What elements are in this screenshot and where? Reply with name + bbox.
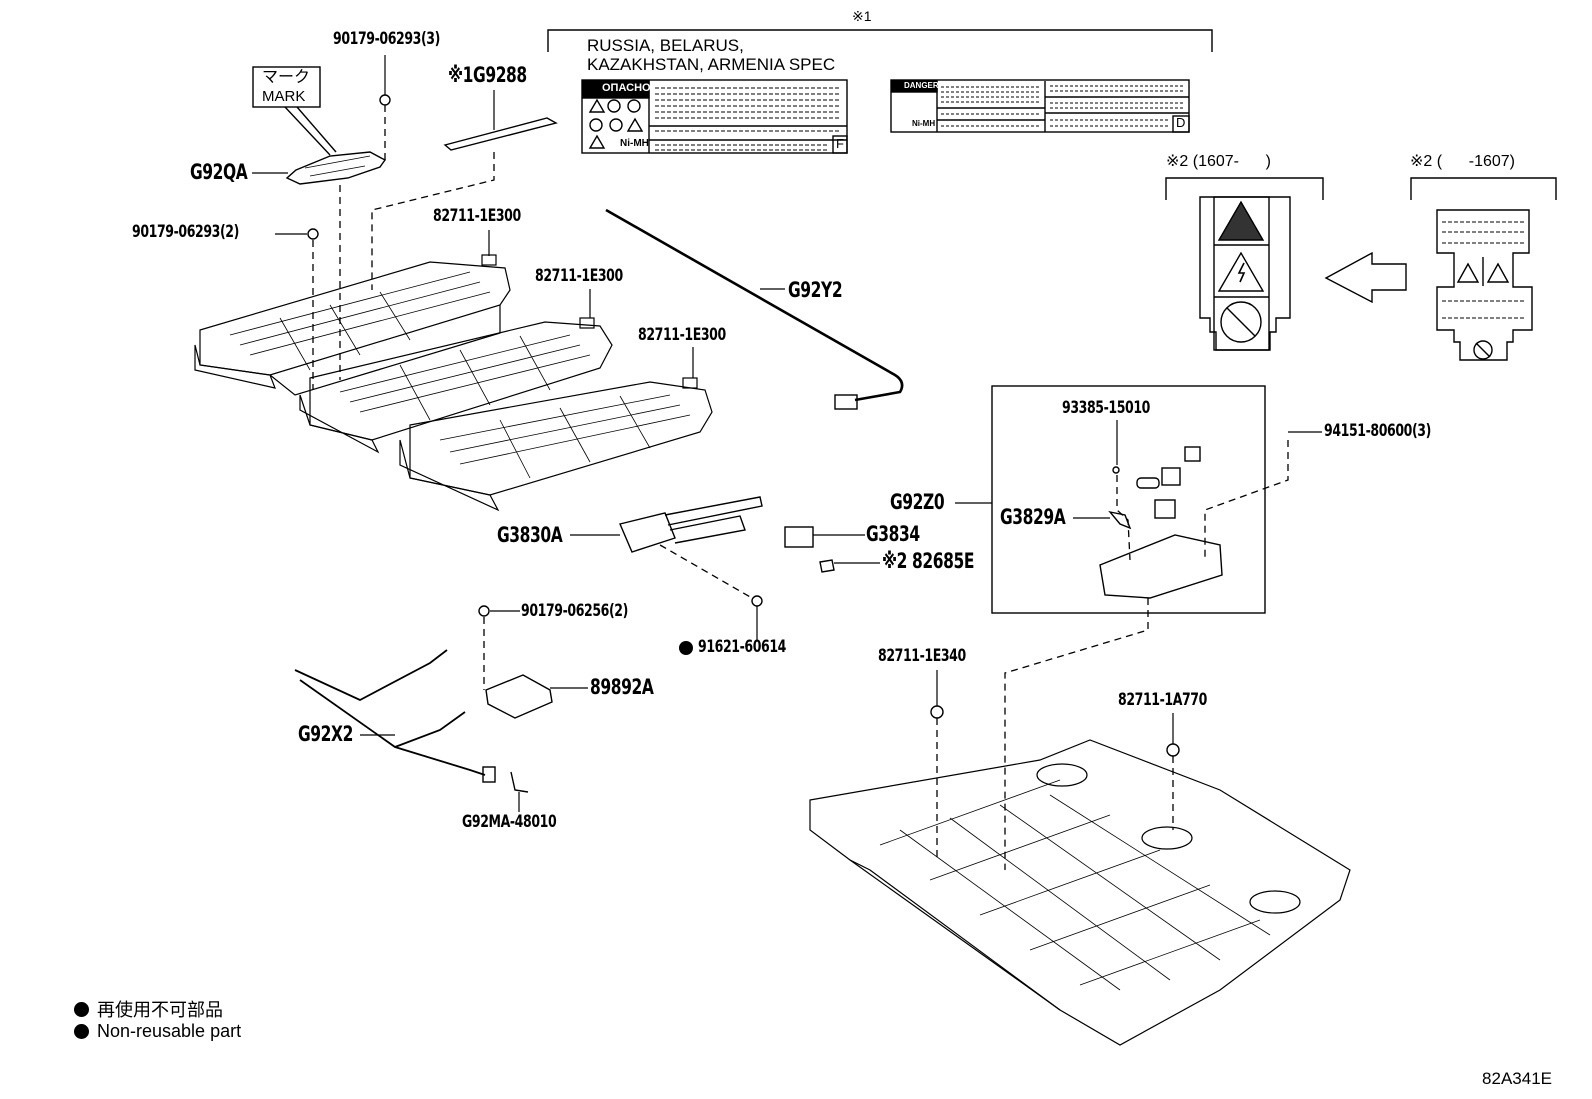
mark-callout-box	[252, 66, 321, 108]
legend-text-jp: 再使用不可部品	[97, 1000, 223, 1020]
note2-old-header: ※2 ( -1607)	[1410, 153, 1515, 170]
part-label-g92y2[interactable]: G92Y2	[788, 278, 843, 302]
part-label-g9288[interactable]: ※1G9288	[448, 63, 527, 87]
label-en-letter: D	[1176, 115, 1186, 130]
part-g92ma-shape	[510, 771, 529, 793]
mark-en: MARK	[262, 88, 306, 105]
clip-82711-1a770	[1166, 743, 1180, 757]
part-label-82711-1e300-b[interactable]: 82711-1E300	[535, 266, 623, 286]
part-label-g92qa[interactable]: G92QA	[190, 160, 248, 184]
part-label-g3834[interactable]: G3834	[866, 522, 920, 546]
part-label-g3830a[interactable]: G3830A	[497, 523, 563, 547]
part-label-93385-15010[interactable]: 93385-15010	[1062, 398, 1150, 418]
part-label-g92ma-48010[interactable]: G92MA-48010	[462, 812, 557, 832]
legend-text-en: Non-reusable part	[97, 1021, 242, 1041]
nut-90179-06293-3	[379, 94, 391, 106]
part-label-82685e[interactable]: ※2 82685E	[882, 549, 975, 573]
note2-new-header: ※2 (1607- )	[1166, 153, 1271, 170]
part-label-82711-1e340[interactable]: 82711-1E340	[878, 646, 966, 666]
note1-bracket	[547, 29, 1213, 52]
label-en-tag: Ni-MH	[912, 119, 936, 128]
part-89892a-shape	[485, 674, 553, 719]
filled-circle-icon	[74, 1001, 89, 1017]
part-label-90179-06256[interactable]: 90179-06256(2)	[521, 601, 628, 621]
part-label-82711-1a770[interactable]: 82711-1A770	[1118, 690, 1207, 710]
part-g3834-shape	[784, 526, 814, 548]
filled-circle-icon	[74, 1024, 89, 1039]
part-label-94151-80600[interactable]: 94151-80600(3)	[1324, 421, 1431, 441]
label-ru-tag: Ni-MH	[620, 138, 649, 149]
g92z0-group-box	[991, 385, 1266, 614]
part-label-90179-06293-3[interactable]: 90179-06293(3)	[333, 29, 440, 49]
lower-battery-tray	[809, 739, 1351, 1046]
part-label-82711-1e300-c[interactable]: 82711-1E300	[638, 325, 726, 345]
bolt-91621-60614	[751, 595, 763, 607]
caution-label-old	[1436, 209, 1533, 361]
legend-row-jp: 再使用不可部品	[74, 996, 223, 1022]
figure-id: 82A341E	[1482, 1069, 1552, 1088]
part-g92y2-shape	[605, 208, 904, 402]
part-label-g92z0[interactable]: G92Z0	[890, 490, 945, 514]
part-label-g3829a[interactable]: G3829A	[1000, 505, 1066, 529]
part-82685e-shape	[819, 559, 835, 573]
label-danger	[890, 79, 1190, 133]
note2-new-bracket	[1165, 177, 1324, 200]
nut-90179-06293-2	[307, 228, 319, 240]
part-label-91621-60614[interactable]: 91621-60614	[698, 637, 786, 657]
caution-label-new	[1199, 196, 1291, 351]
note1-region-line1: RUSSIA, BELARUS,	[587, 36, 744, 55]
label-russia	[581, 79, 848, 154]
part-label-90179-06293-2[interactable]: 90179-06293(2)	[132, 222, 239, 242]
nut-90179-06256	[478, 605, 490, 617]
legend-row-en: Non-reusable part	[74, 1021, 241, 1042]
label-ru-letter: F	[836, 136, 844, 151]
part-g92x2-shape	[294, 649, 486, 776]
label-ru-header: ОПАСНО	[602, 82, 651, 94]
part-g3830a-shape	[619, 496, 763, 553]
direction-arrow	[1324, 251, 1407, 304]
part-label-82711-1e300-a[interactable]: 82711-1E300	[433, 206, 521, 226]
note1-region-line2: KAZAKHSTAN, ARMENIA SPEC	[587, 55, 836, 74]
non-reusable-marker	[679, 641, 693, 655]
part-g9288-shape	[443, 117, 558, 151]
part-label-g92x2[interactable]: G92X2	[298, 722, 353, 746]
relay-block	[1099, 446, 1223, 599]
label-en-header: DANGER	[904, 81, 939, 90]
battery-modules	[194, 254, 713, 512]
note1-header: ※1	[852, 8, 872, 24]
note2-old-bracket	[1410, 177, 1557, 200]
clip-82711-1e340	[930, 705, 944, 719]
part-label-89892a[interactable]: 89892A	[590, 675, 654, 699]
mark-jp: マーク	[262, 69, 311, 86]
part-g92qa-shape	[285, 151, 387, 185]
